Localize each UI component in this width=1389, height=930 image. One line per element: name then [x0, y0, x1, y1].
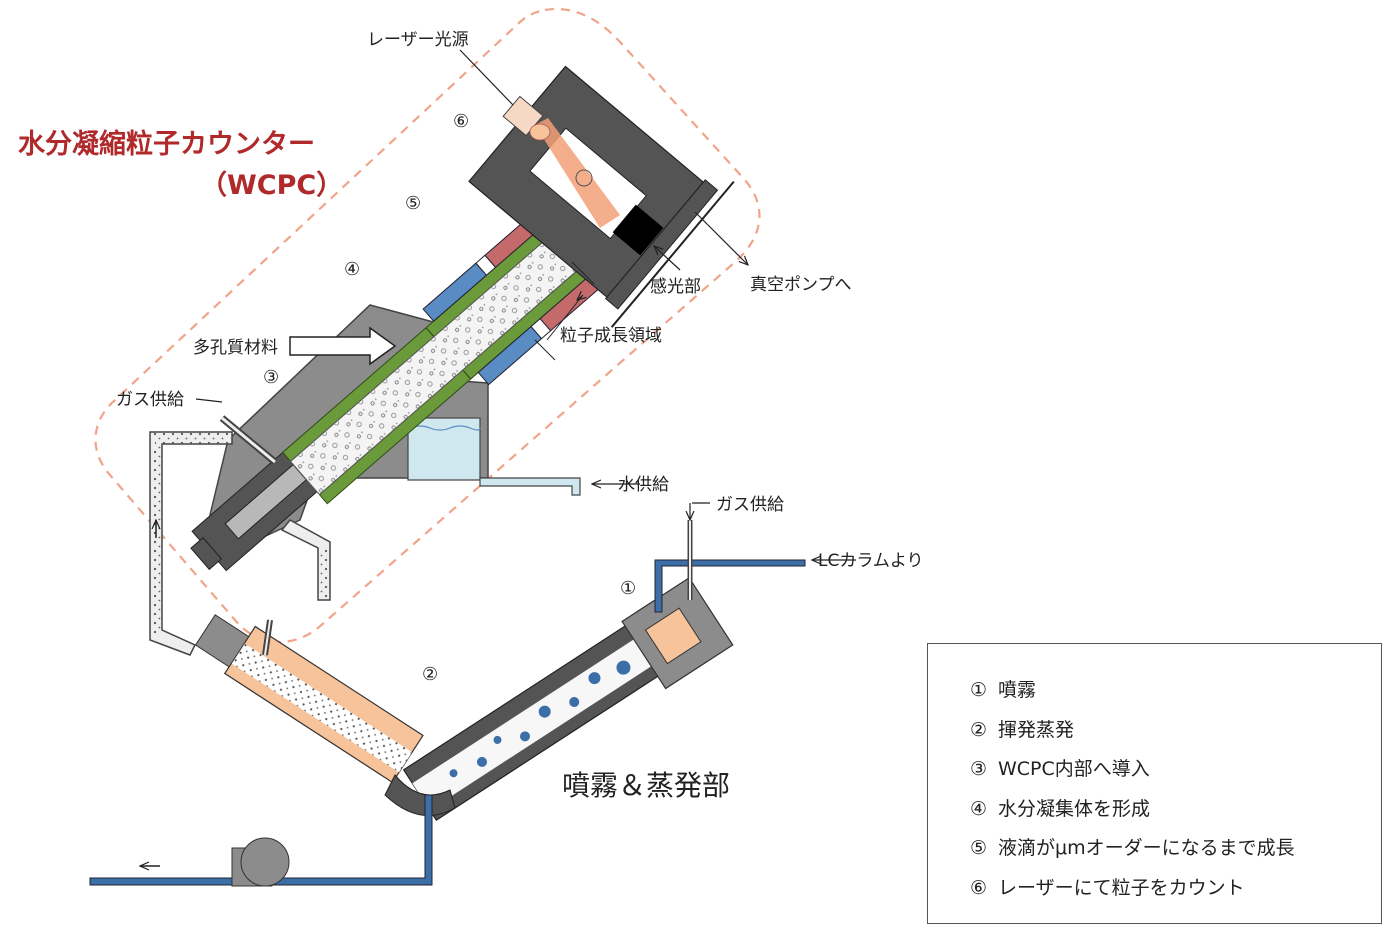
marker-4: ④	[344, 259, 360, 280]
label-gas-supply-upper: ガス供給	[116, 390, 184, 410]
label-from-lc-column: LCカラムより	[818, 551, 924, 571]
lc-inlet-pipe	[654, 559, 806, 613]
title-line-1: 水分凝縮粒子カウンター	[18, 129, 315, 160]
wcpc-boundary-outline	[94, 7, 761, 644]
marker-5: ⑤	[405, 193, 421, 214]
label-to-vacuum-pump: 真空ポンプへ	[750, 275, 852, 295]
photodetector	[612, 204, 664, 256]
water-supply-pipe	[479, 477, 581, 496]
pump	[231, 837, 290, 887]
marker-3: ③	[263, 367, 279, 388]
label-water-supply: 水供給	[618, 475, 669, 495]
label-laser-source: レーザー光源	[367, 30, 469, 50]
wcpc-body	[190, 65, 735, 572]
label-growth-region: 粒子成長領域	[560, 326, 662, 346]
porous-material-arrow	[289, 326, 397, 366]
spray-evaporation-unit	[89, 431, 806, 887]
marker-2: ②	[422, 664, 438, 685]
label-porous-material: 多孔質材料	[193, 338, 278, 358]
marker-6: ⑥	[453, 111, 469, 132]
title-line-2: （WCPC）	[200, 170, 344, 201]
drain-pipe	[89, 794, 433, 886]
label-photodetector: 感光部	[650, 277, 701, 297]
water-reservoir	[407, 417, 481, 481]
section-title-spray-evaporation: 噴霧＆蒸発部	[562, 769, 731, 802]
marker-1: ①	[620, 578, 636, 599]
bottom-elbow	[384, 774, 456, 817]
label-gas-supply-lower: ガス供給	[716, 495, 784, 515]
